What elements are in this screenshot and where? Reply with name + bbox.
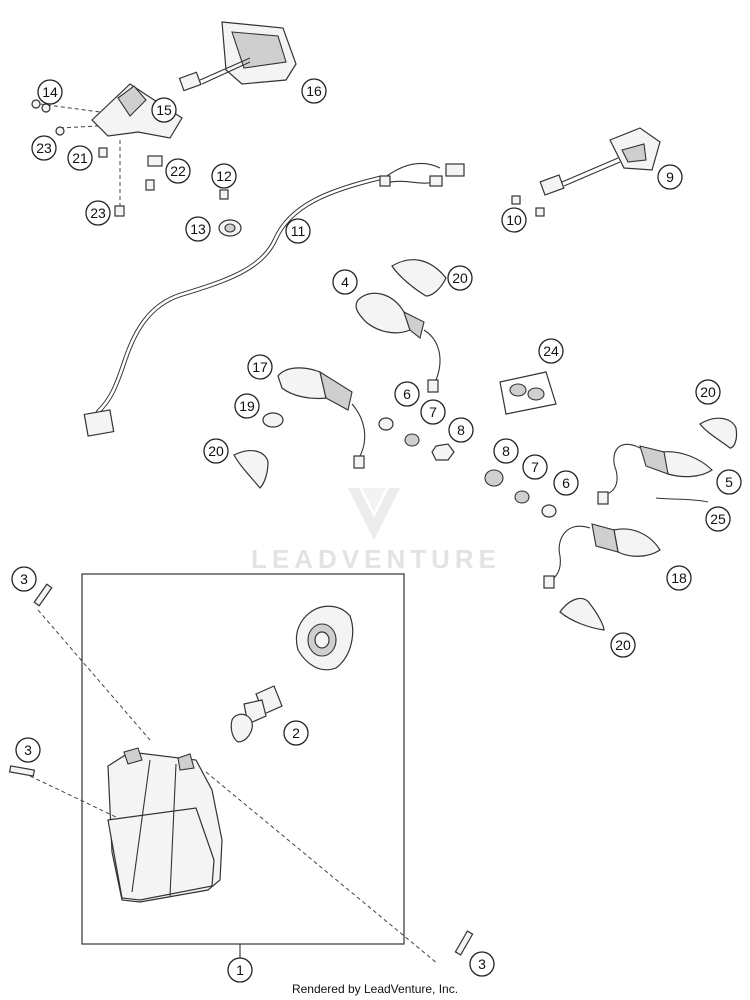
svg-text:24: 24 <box>543 343 559 359</box>
callout-20: 20 <box>610 632 636 658</box>
callout-3: 3 <box>15 737 41 763</box>
footer-credit: Rendered by LeadVenture, Inc. <box>291 982 459 996</box>
callout-9: 9 <box>657 164 683 190</box>
callout-3: 3 <box>469 951 495 977</box>
svg-text:13: 13 <box>190 221 206 237</box>
svg-text:7: 7 <box>429 404 437 420</box>
svg-text:14: 14 <box>42 84 58 100</box>
callout-4: 4 <box>332 269 358 295</box>
headlight-housing <box>107 747 223 903</box>
svg-text:20: 20 <box>452 270 468 286</box>
callout-23: 23 <box>85 200 111 226</box>
callout-7: 7 <box>522 454 548 480</box>
hardware-set-left <box>378 417 557 518</box>
license-plate-light <box>511 127 661 217</box>
svg-text:1: 1 <box>236 962 244 978</box>
svg-text:3: 3 <box>20 571 28 587</box>
callout-20: 20 <box>203 438 229 464</box>
svg-text:19: 19 <box>239 398 255 414</box>
callout-10: 10 <box>501 207 527 233</box>
callout-25: 25 <box>705 506 731 532</box>
svg-text:3: 3 <box>24 742 32 758</box>
callout-20: 20 <box>447 265 473 291</box>
svg-text:5: 5 <box>725 474 733 490</box>
svg-text:7: 7 <box>531 459 539 475</box>
svg-text:25: 25 <box>710 511 726 527</box>
callout-7: 7 <box>420 399 446 425</box>
svg-text:11: 11 <box>291 223 306 239</box>
reflector-set <box>499 371 557 415</box>
svg-text:6: 6 <box>403 386 411 402</box>
lens-upper <box>391 259 447 297</box>
svg-text:10: 10 <box>506 212 522 228</box>
callout-11: 11 <box>285 218 311 244</box>
bulb-socket <box>295 605 354 671</box>
callout-13: 13 <box>185 216 211 242</box>
callout-21: 21 <box>67 145 93 171</box>
headlight-assembly-frame <box>81 573 405 945</box>
svg-text:18: 18 <box>671 570 687 586</box>
callout-15: 15 <box>151 97 177 123</box>
svg-text:8: 8 <box>502 443 510 459</box>
svg-text:23: 23 <box>90 205 106 221</box>
svg-text:20: 20 <box>615 637 631 653</box>
turn-signal-front-right <box>355 292 441 393</box>
callout-8: 8 <box>448 417 474 443</box>
turn-signal-front-left <box>262 367 366 469</box>
callout-3: 3 <box>11 566 37 592</box>
callout-14: 14 <box>37 79 63 105</box>
headlight-bulb <box>230 685 283 743</box>
lens-left <box>233 450 269 489</box>
instrument-cluster <box>178 21 297 92</box>
svg-text:3: 3 <box>478 956 486 972</box>
svg-text:23: 23 <box>36 140 52 156</box>
svg-text:4: 4 <box>341 274 349 290</box>
svg-text:6: 6 <box>562 475 570 491</box>
svg-text:20: 20 <box>208 443 224 459</box>
svg-text:9: 9 <box>666 169 674 185</box>
lens-lower <box>559 597 605 631</box>
callout-1: 1 <box>227 957 253 983</box>
headlight-screws <box>8 583 474 965</box>
svg-text:21: 21 <box>72 150 88 166</box>
callout-16: 16 <box>301 78 327 104</box>
callout-2: 2 <box>283 720 309 746</box>
watermark: LEADVENTURE <box>251 488 501 574</box>
watermark-text: LEADVENTURE <box>251 544 501 574</box>
svg-text:17: 17 <box>252 359 268 375</box>
callout-6: 6 <box>394 381 420 407</box>
svg-text:16: 16 <box>306 83 322 99</box>
callout-5: 5 <box>716 469 742 495</box>
callout-12: 12 <box>211 163 237 189</box>
callout-24: 24 <box>538 338 564 364</box>
svg-text:15: 15 <box>156 102 172 118</box>
turn-signal-rear-right <box>597 443 713 505</box>
turn-signal-rear-left <box>543 523 661 589</box>
callout-17: 17 <box>247 354 273 380</box>
svg-text:2: 2 <box>292 725 300 741</box>
callout-20: 20 <box>695 379 721 405</box>
svg-text:12: 12 <box>216 168 232 184</box>
callout-8: 8 <box>493 438 519 464</box>
svg-text:20: 20 <box>700 384 716 400</box>
callout-19: 19 <box>234 393 260 419</box>
callout-23: 23 <box>31 135 57 161</box>
svg-text:8: 8 <box>457 422 465 438</box>
callout-22: 22 <box>165 158 191 184</box>
callout-6: 6 <box>553 470 579 496</box>
callout-18: 18 <box>666 565 692 591</box>
svg-text:22: 22 <box>170 163 186 179</box>
mounting-bracket <box>31 83 242 237</box>
wiring-harness <box>83 163 465 437</box>
lens-right <box>699 417 738 449</box>
